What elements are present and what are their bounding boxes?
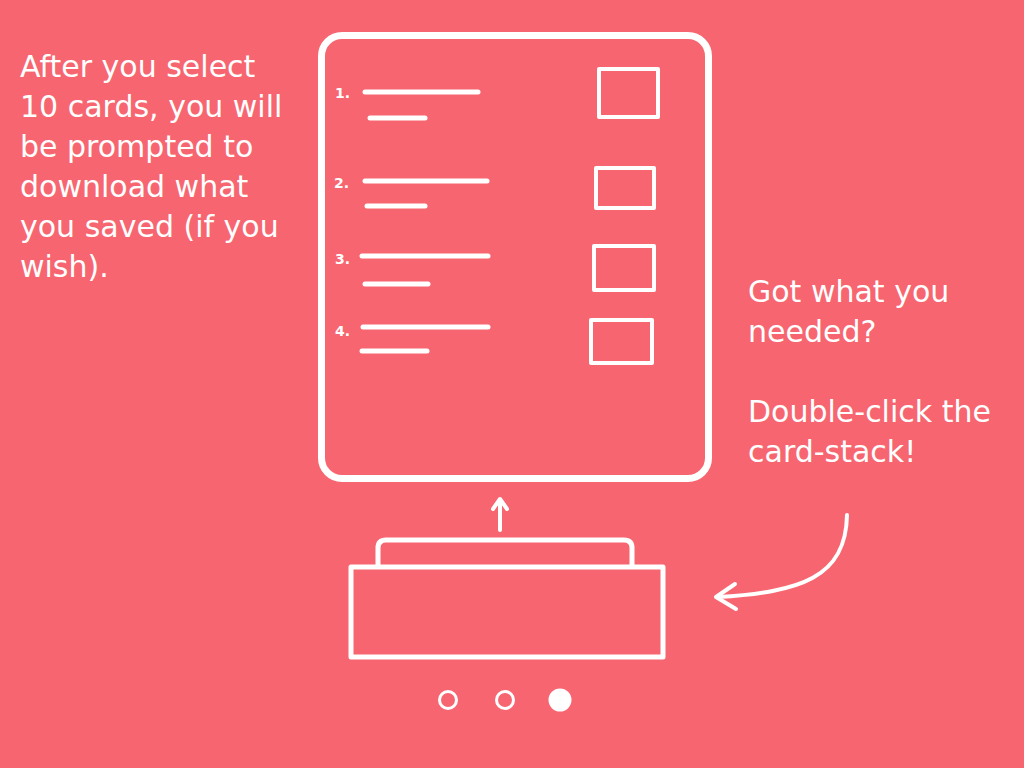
item-line: [365, 179, 487, 184]
item-line: [363, 325, 488, 330]
page-dot: [497, 692, 514, 709]
checkbox: [599, 69, 658, 117]
checkbox: [591, 320, 652, 363]
item-line: [365, 282, 428, 287]
arrow-shaft: [498, 500, 502, 530]
curved-arrow: [716, 515, 847, 609]
arrow-shaft: [718, 515, 847, 597]
checkbox: [596, 168, 654, 208]
instruction-note: After you select 10 cards, you will be p…: [20, 47, 292, 287]
checkbox: [594, 246, 654, 290]
checkboxes: [591, 69, 658, 363]
arrow-head: [493, 499, 507, 509]
item-line: [367, 204, 425, 209]
hint-note: Got what you needed?: [748, 272, 1010, 352]
item-number: 4.: [335, 324, 350, 338]
arrow-head: [716, 584, 736, 609]
pagination-dots: [440, 690, 571, 711]
item-number: 1.: [335, 86, 350, 100]
page-dot-active: [550, 690, 571, 711]
item-line: [362, 349, 427, 354]
stack-box: [351, 567, 663, 657]
item-number: 2.: [334, 176, 349, 190]
stack-top-card: [378, 540, 632, 566]
item-line: [362, 254, 488, 259]
hint-note: Double-click the card-stack!: [748, 392, 1010, 472]
item-line: [370, 116, 425, 121]
up-arrow: [493, 499, 507, 530]
card-stack: [351, 540, 663, 657]
page-dot: [440, 692, 457, 709]
item-number: 3.: [335, 252, 350, 266]
item-line: [365, 90, 478, 95]
list-panel: 1. 2. 3. 4.: [318, 32, 712, 482]
list-lines: [362, 92, 488, 351]
